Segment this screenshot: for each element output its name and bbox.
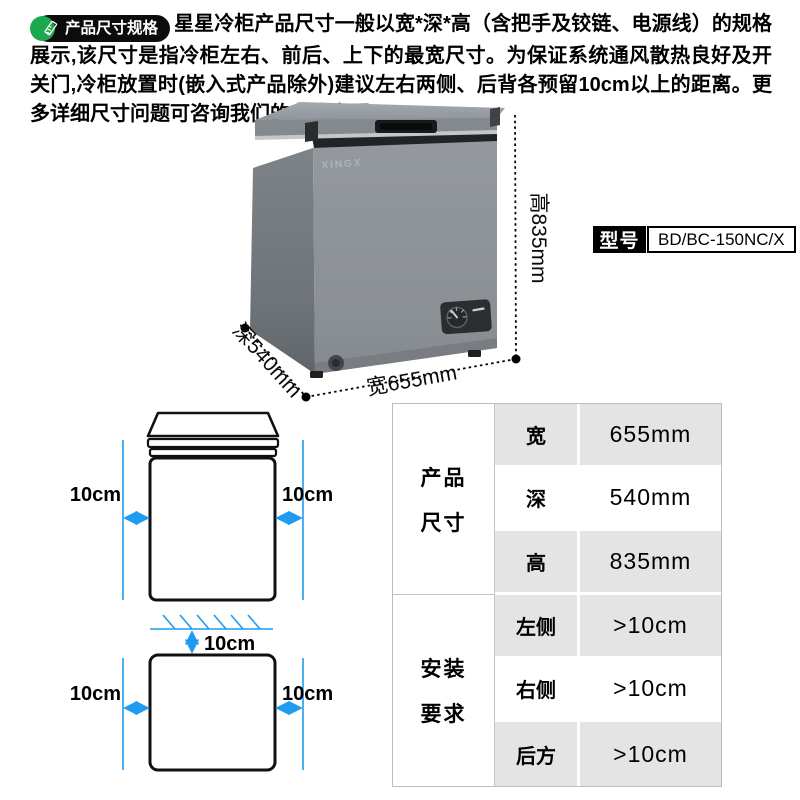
- wall-hatch: [150, 614, 273, 630]
- top-right-clearance-label: 10cm: [282, 683, 333, 705]
- power-indicator: [472, 307, 485, 312]
- spec-row-label: 宽: [495, 404, 580, 468]
- freezer-front: [313, 140, 497, 374]
- back-clearance-label: 10cm: [204, 633, 255, 655]
- spec-row-label: 左侧: [495, 595, 580, 659]
- freezer-lid-top: [255, 102, 505, 120]
- freezer-hinge-gap: [312, 131, 497, 148]
- spec-row-value: >10cm: [580, 658, 721, 723]
- spec-row-value: 655mm: [580, 404, 721, 468]
- freezer-lid-right-cap: [490, 107, 500, 127]
- top-view-outline: [148, 653, 277, 772]
- freezer-lid-left-cap: [305, 121, 318, 142]
- dimension-endpoint: [511, 354, 521, 364]
- section-description: 星星冷柜产品尺寸一般以宽*深*高（含把手及铰链、电源线）的规格展示,该尺寸是指冷…: [30, 13, 772, 125]
- ruler-icon: [44, 21, 58, 36]
- section-badge-label: 产品尺寸规格: [65, 20, 159, 37]
- height-dimension-label: 高835mm: [527, 192, 550, 283]
- spec-row-value: 835mm: [580, 531, 721, 595]
- spec-row-value: 540mm: [580, 467, 721, 532]
- front-left-clearance-label: 10cm: [70, 484, 121, 506]
- width-dimension-label: 宽655mm: [365, 361, 459, 399]
- spec-row-value: >10cm: [580, 722, 721, 786]
- spec-table: 产品 尺寸 宽 655mm 深 540mm 高 835mm 安装 要求 左侧 >…: [392, 403, 722, 787]
- freezer-left-side: [250, 148, 315, 374]
- freezer-base-shade: [315, 338, 497, 374]
- spec-row-label: 右侧: [495, 658, 580, 723]
- spec-row-label: 高: [495, 531, 580, 595]
- top-left-clearance-label: 10cm: [70, 683, 121, 705]
- model-number: BD/BC-150NC/X: [647, 226, 796, 253]
- spec-row-value: >10cm: [580, 595, 721, 659]
- freezer-illustration: XINGX 高835mm 宽655mm 深540mm: [228, 102, 550, 402]
- clearance-diagrams: 10cm 10cm 10cm 10cm 10cm: [70, 411, 333, 772]
- freezer-foot-left: [310, 371, 323, 378]
- depth-dimension-line: [244, 327, 308, 399]
- height-dimension-line: [514, 114, 517, 360]
- freezer-foot-right: [468, 350, 481, 357]
- front-view-outline: [146, 411, 280, 602]
- control-panel: [440, 299, 492, 335]
- brand-logo: XINGX: [321, 158, 363, 172]
- spec-row-label: 深: [495, 467, 580, 532]
- spec-category-installation: 安装 要求: [393, 595, 495, 786]
- model-plate: 型号 BD/BC-150NC/X: [593, 226, 796, 253]
- width-dimension-line: [305, 358, 517, 398]
- section-badge: 产品尺寸规格: [29, 15, 171, 42]
- size-spec-section: 产品尺寸规格 星星冷柜产品尺寸一般以宽*深*高（含把手及铰链、电源线）的规格展示…: [29, 10, 772, 129]
- spec-row-label: 后方: [495, 722, 580, 786]
- model-label: 型号: [593, 226, 646, 253]
- dimension-endpoint: [301, 392, 311, 402]
- dimension-endpoint: [240, 323, 250, 333]
- front-right-clearance-label: 10cm: [282, 484, 333, 506]
- spec-category-dimensions: 产品 尺寸: [393, 404, 495, 595]
- freezer-handle-recess: [380, 123, 432, 130]
